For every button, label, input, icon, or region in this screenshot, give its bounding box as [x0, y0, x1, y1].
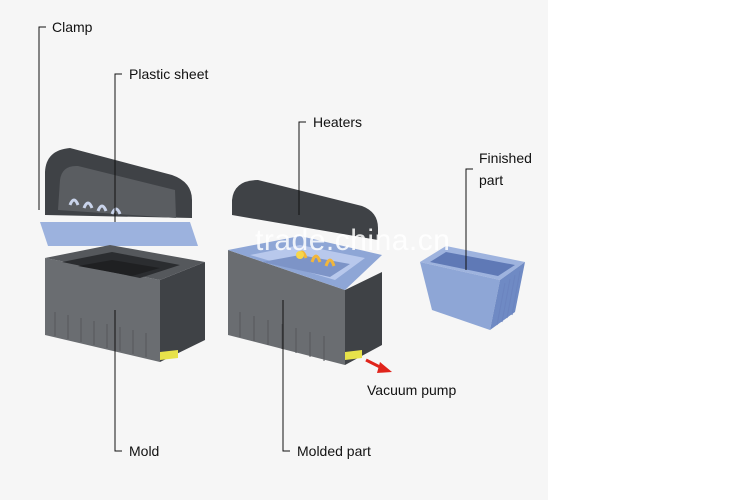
- mold-label: Mold: [129, 443, 160, 459]
- valve-stage-2: [345, 350, 362, 360]
- watermark: trade.china.cn: [255, 224, 451, 257]
- stage-2-machine: [228, 180, 392, 373]
- stage-1-machine: [40, 148, 205, 362]
- plastic-sheet-label: Plastic sheet: [129, 66, 209, 82]
- vacuum-pump-label: Vacuum pump: [367, 382, 457, 398]
- molded-part-label: Molded part: [297, 443, 371, 459]
- finished-part: [420, 246, 525, 330]
- finished-part-label-line2: part: [479, 172, 504, 188]
- valve-stage-1: [160, 350, 178, 360]
- finished-part-label-line1: Finished: [479, 150, 532, 166]
- plastic-sheet: [40, 222, 198, 246]
- vacuum-arrow: [365, 358, 392, 373]
- leader-lines: [38, 26, 473, 452]
- heaters-label: Heaters: [313, 114, 363, 130]
- heater-coils-stage-1: [68, 198, 122, 215]
- clamp-label: Clamp: [52, 19, 93, 35]
